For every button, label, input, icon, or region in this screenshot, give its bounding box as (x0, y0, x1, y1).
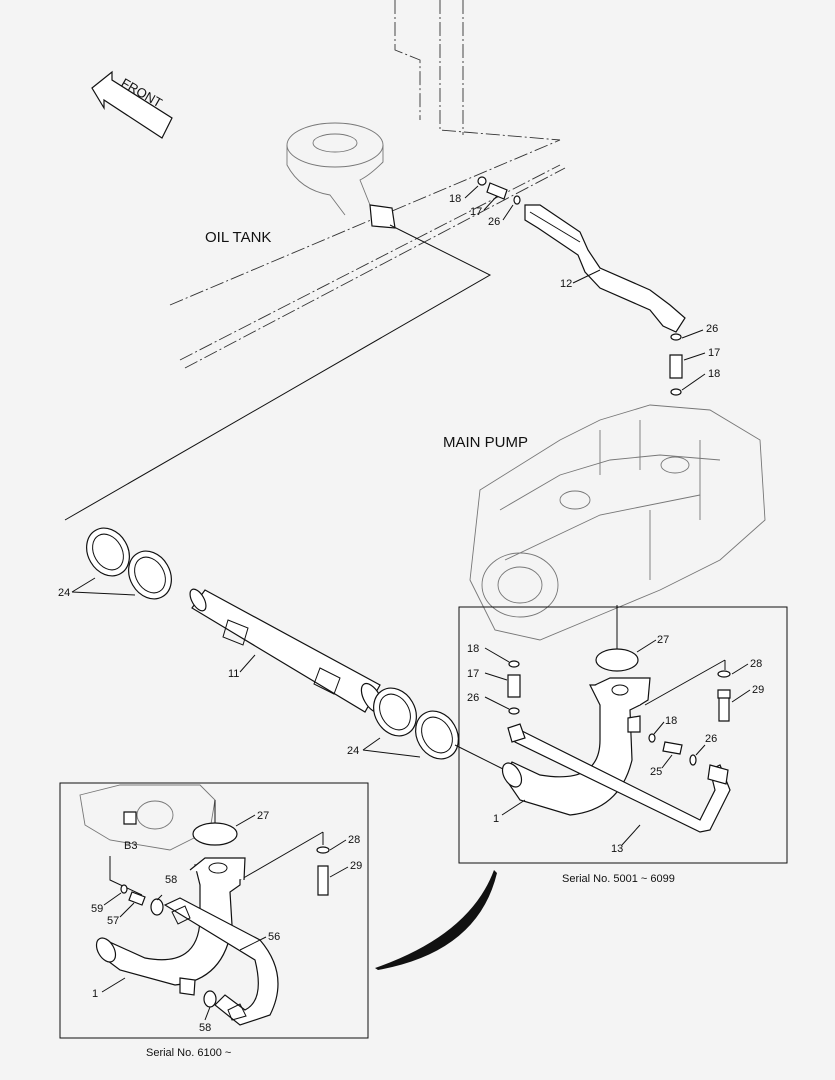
pump-ghost-small (79, 784, 216, 851)
part-1-left: 1 (92, 988, 98, 1000)
elbow-pipe-1-left (95, 857, 246, 996)
part-58-bottom: 58 (199, 1022, 211, 1034)
part-17-upper: 17 (470, 206, 482, 218)
part-58-top: 58 (165, 874, 177, 886)
part-27-right: 27 (657, 634, 669, 646)
part-17-right: 17 (467, 668, 479, 680)
o-ring-27-right (595, 648, 639, 672)
serial-right: Serial No. 5001 ~ 6099 (562, 873, 675, 885)
main-pump-ghost (469, 404, 766, 641)
part-56: 56 (268, 931, 280, 943)
part-11: 11 (228, 668, 239, 680)
part-18-side: 18 (665, 715, 677, 727)
detail-box-serial-6100 (59, 782, 369, 1039)
part-1-right: 1 (493, 813, 499, 825)
clamp-24-top (86, 527, 172, 600)
clamps-58 (150, 898, 217, 1008)
part-26-side: 26 (705, 733, 717, 745)
lower-fitting-group (669, 333, 683, 396)
serial-left: Serial No. 6100 ~ (146, 1047, 231, 1059)
part-18-lower: 18 (708, 368, 720, 380)
curved-arrow-icon (375, 870, 497, 970)
fitting-group-25 (648, 733, 697, 766)
upper-fitting-group (477, 176, 521, 205)
part-26-upper: 26 (488, 216, 500, 228)
part-17-lower: 17 (708, 347, 720, 359)
oil-tank-outline (64, 0, 566, 521)
label-b3: B3 (124, 840, 137, 852)
o-ring-27-left (192, 822, 238, 846)
part-27-left: 27 (257, 810, 269, 822)
tube-13 (507, 723, 731, 833)
hose-56 (163, 897, 279, 1026)
part-13: 13 (611, 843, 623, 855)
part-24-bottom: 24 (347, 745, 359, 757)
part-18-upper: 18 (449, 193, 461, 205)
detail-box-serial-5001 (458, 606, 788, 864)
clamp-24-bottom (373, 687, 459, 760)
main-pump-label: MAIN PUMP (443, 434, 528, 451)
bolt-28-29-left (316, 846, 330, 896)
fittings-57-59 (120, 884, 146, 906)
part-57: 57 (107, 915, 119, 927)
part-12: 12 (560, 278, 572, 290)
part-18-right: 18 (467, 643, 479, 655)
part-25: 25 (650, 766, 662, 778)
part-59: 59 (91, 903, 103, 915)
fitting-stack-right (507, 660, 521, 715)
oil-tank-label: OIL TANK (205, 229, 271, 246)
part-28-right: 28 (750, 658, 762, 670)
hose-12 (524, 204, 686, 333)
part-24-top: 24 (58, 587, 70, 599)
part-29-right: 29 (752, 684, 764, 696)
part-28-left: 28 (348, 834, 360, 846)
part-29-left: 29 (350, 860, 362, 872)
front-arrow-icon: FRONT (91, 70, 173, 139)
bolt-28-29-right (717, 670, 731, 722)
hose-11 (189, 588, 384, 714)
part-26-lower: 26 (706, 323, 718, 335)
part-26-right: 26 (467, 692, 479, 704)
